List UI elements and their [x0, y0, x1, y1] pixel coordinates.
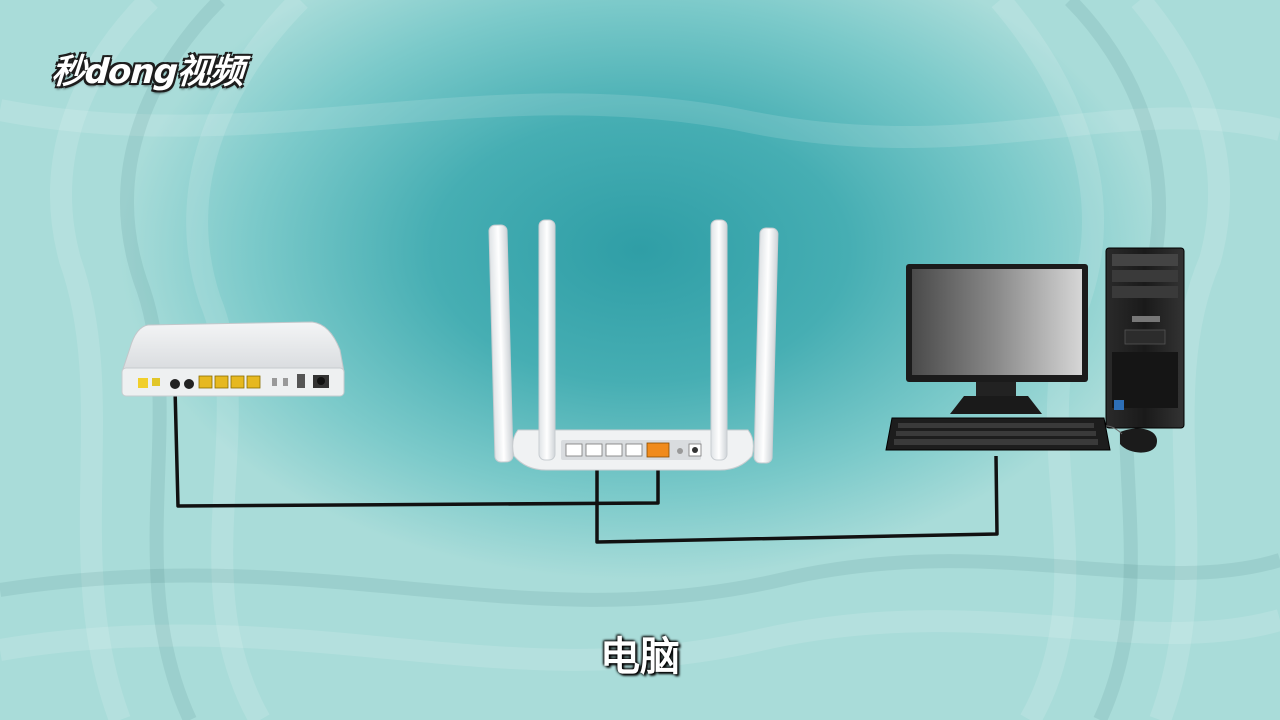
cable-modem-to-router: [173, 387, 660, 508]
cable-router-to-computer: [595, 454, 999, 544]
brand-logo: 秒dong视频: [50, 52, 245, 92]
modem-icon: [121, 321, 345, 397]
wireless-router-icon: [488, 219, 779, 471]
caption-text: 电脑: [600, 634, 680, 680]
desktop-computer-icon: [885, 247, 1185, 453]
